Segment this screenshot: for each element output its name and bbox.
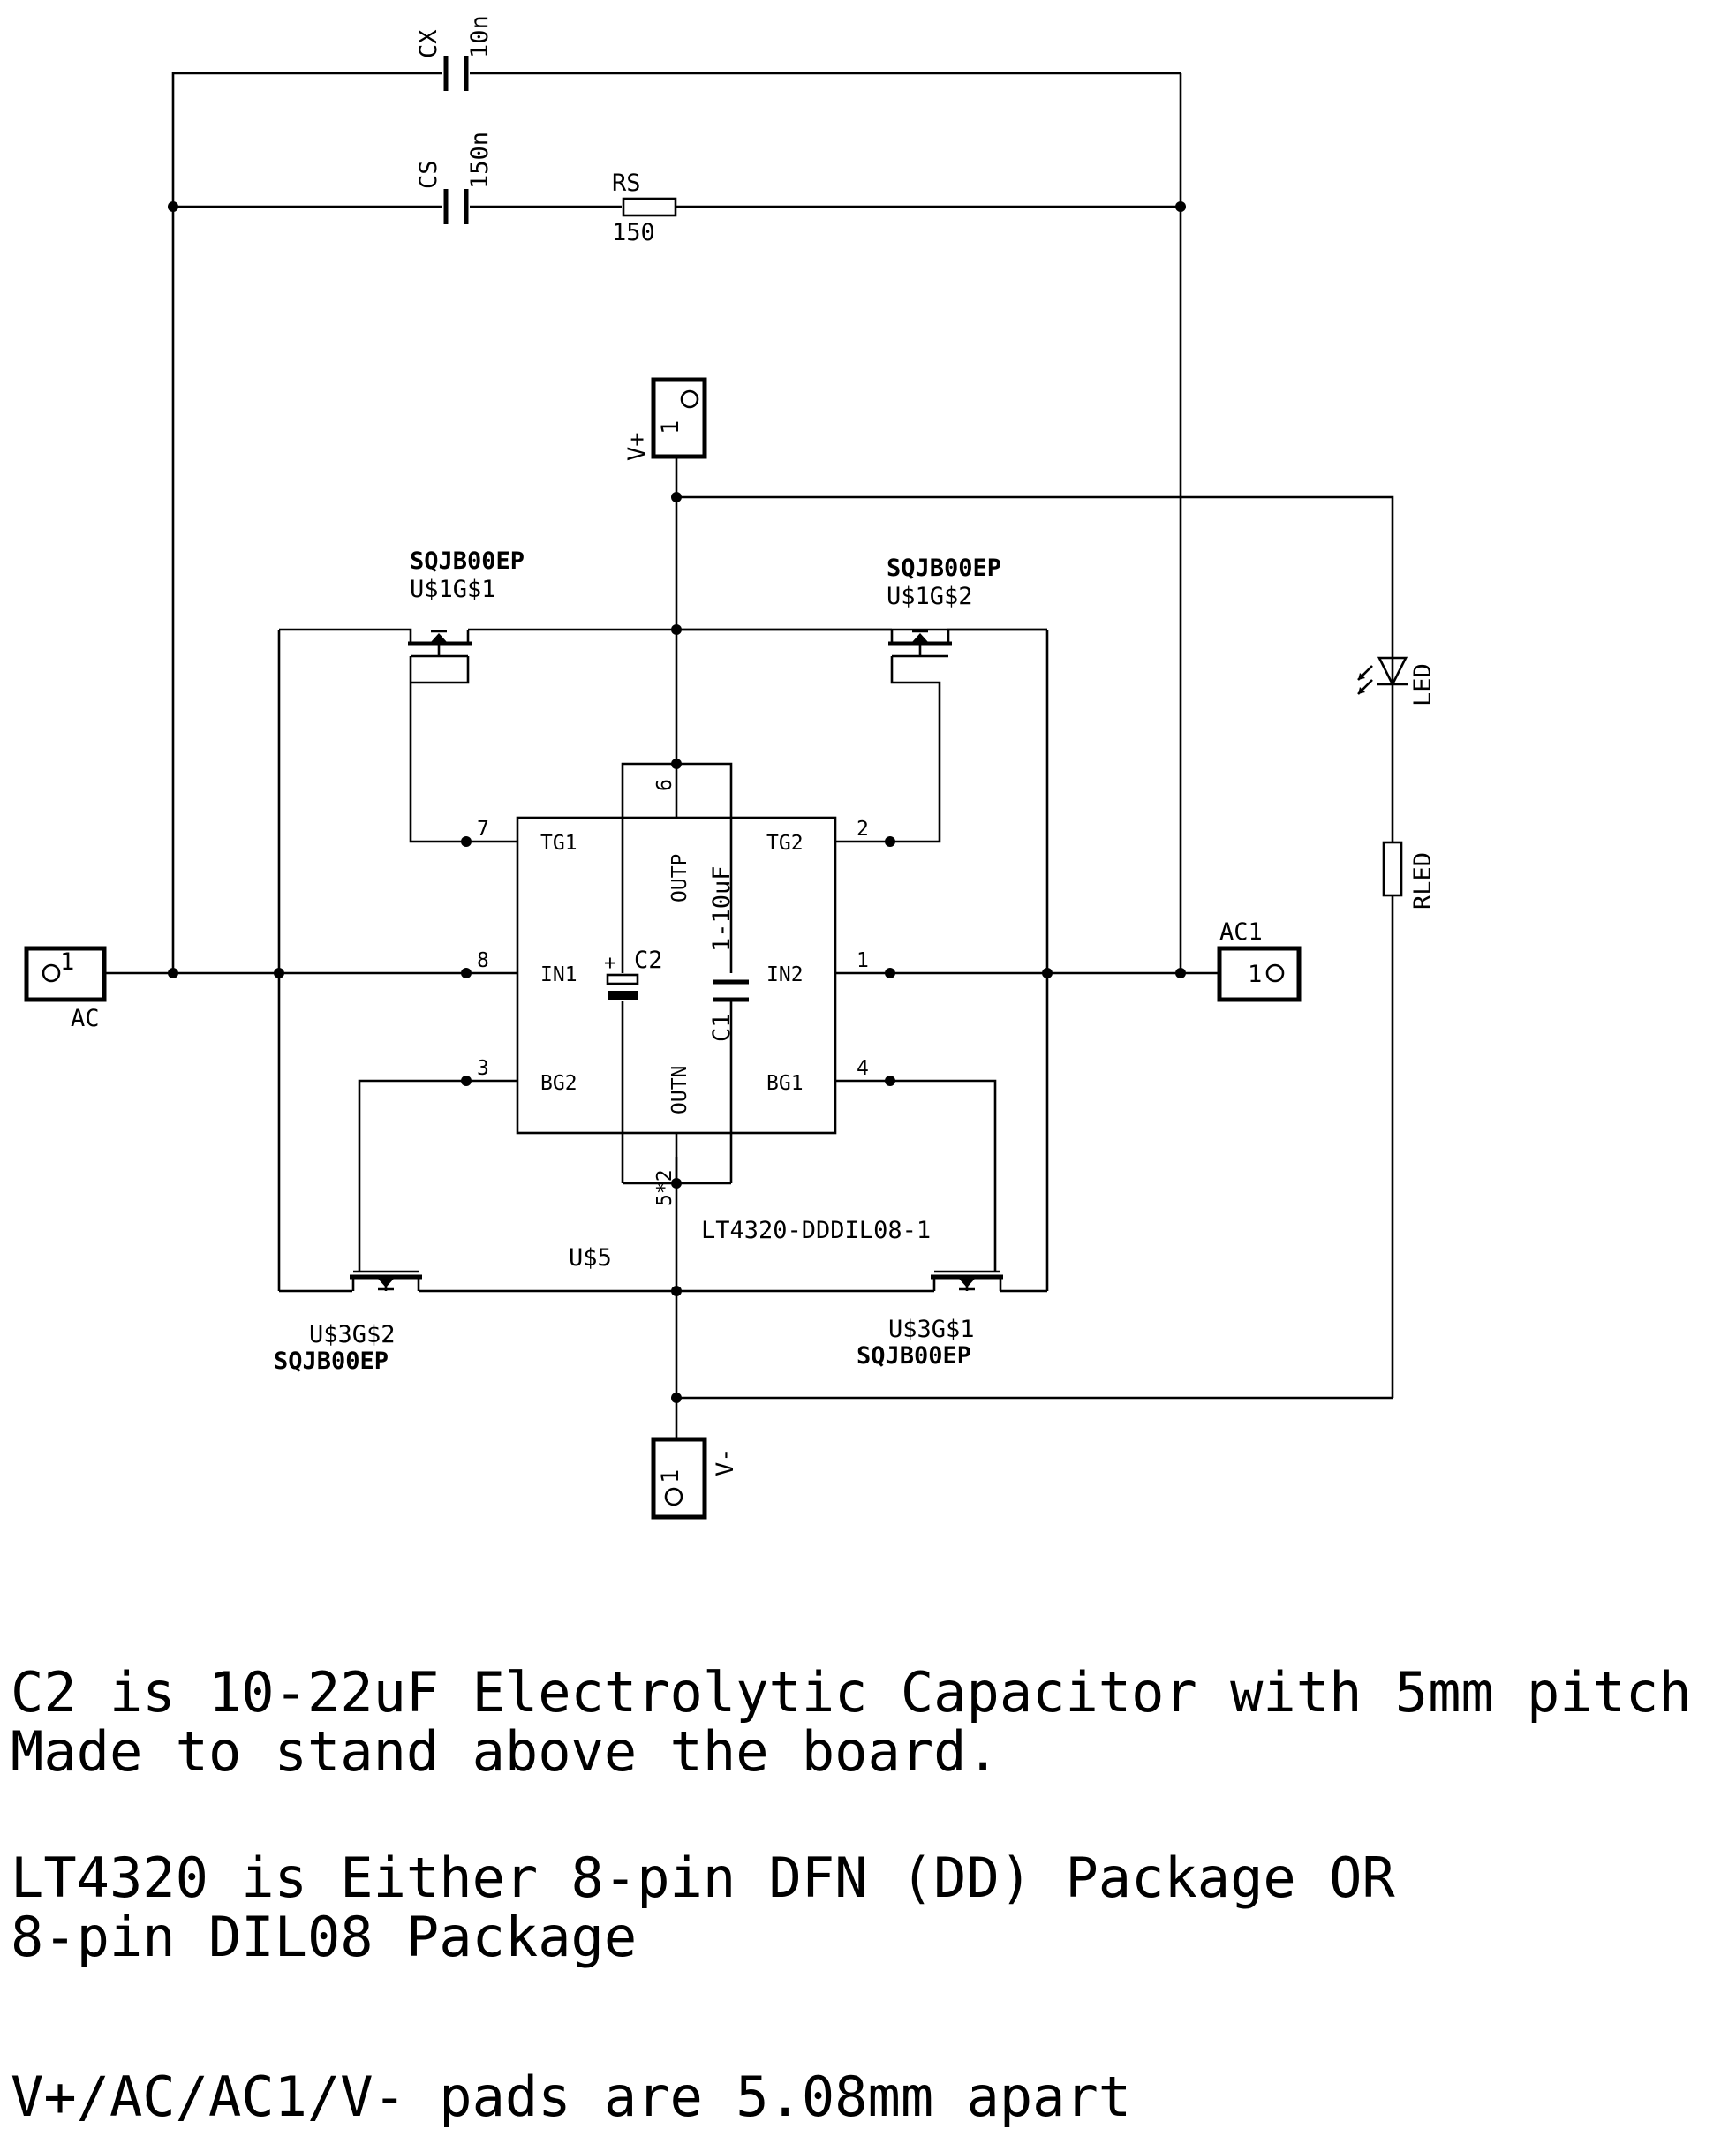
note-line-4: 8-pin DIL08 Package	[11, 1905, 637, 1969]
vminus-label: V-	[712, 1447, 739, 1476]
notes: C2 is 10-22uF Electrolytic Capacitor wit…	[11, 1660, 1692, 2129]
note-line-5: V+/AC/AC1/V- pads are 5.08mm apart	[11, 2065, 1131, 2129]
capacitor-c2: + C2	[604, 947, 663, 1000]
ic-lt4320: TG1 IN1 BG2 TG2 IN2 BG1 OUTP OUTN 7 8 3 …	[477, 779, 931, 1272]
ic-name: LT4320-DDDIL08-1	[701, 1217, 931, 1244]
mosfet-tl-ref: U$1G$1	[410, 576, 496, 603]
ic-pin-in2-num: 1	[857, 949, 869, 972]
ic-pin-tg2-name: TG2	[766, 832, 804, 855]
mosfet-top-right: SQJB00EP U$1G$2	[887, 555, 1047, 658]
ic-pin-tg1-num: 7	[477, 818, 489, 841]
ac1-label: AC1	[1219, 918, 1263, 946]
ic-pin-in1-name: IN1	[540, 963, 577, 986]
note-line-2: Made to stand above the board.	[11, 1719, 1000, 1784]
ic-ref: U$5	[569, 1244, 612, 1272]
ac-pin: 1	[60, 948, 74, 976]
led-ref: LED	[1409, 663, 1437, 706]
ic-pin-outn-name: OUTN	[668, 1066, 691, 1114]
mosfet-tl-part: SQJB00EP	[410, 547, 525, 575]
ic-pin-outp-num: 6	[653, 779, 676, 791]
ac-label: AC	[71, 1005, 100, 1032]
cs-value: 150n	[466, 132, 494, 189]
cs-ref: CS	[415, 160, 442, 189]
pad-vplus: 1 V+	[623, 377, 707, 461]
rled-ref: RLED	[1409, 852, 1437, 910]
ic-pin-bg1-num: 4	[857, 1057, 869, 1080]
mosfet-bl-ref: U$3G$2	[309, 1321, 396, 1348]
ic-pin-outp-name: OUTP	[668, 854, 691, 902]
mosfet-top-left: SQJB00EP U$1G$1	[399, 547, 525, 658]
note-line-1: C2 is 10-22uF Electrolytic Capacitor wit…	[11, 1660, 1692, 1725]
capacitor-cx: CX 10n	[415, 15, 494, 91]
resistor-rled: RLED	[1382, 841, 1437, 910]
c1-value: 1-10uF	[708, 865, 736, 952]
ic-pin-in2-name: IN2	[766, 963, 804, 986]
c1-ref: C1	[708, 1013, 736, 1042]
c2-polarity: +	[604, 952, 616, 975]
rs-value: 150	[612, 219, 655, 246]
ic-pin-in1-num: 8	[477, 949, 489, 972]
note-line-3: LT4320 is Either 8-pin DFN (DD) Package …	[11, 1846, 1395, 1910]
mosfet-tr-ref: U$1G$2	[887, 583, 973, 610]
pad-ac: 1 AC	[24, 946, 107, 1032]
mosfet-bottom-right: U$3G$1 SQJB00EP	[857, 1270, 1003, 1370]
wires	[104, 72, 1394, 1439]
vplus-pin: 1	[657, 420, 684, 434]
pad-ac1: 1 AC1	[1217, 918, 1302, 1002]
ic-pin-bg2-name: BG2	[540, 1072, 577, 1095]
cx-value: 10n	[466, 15, 494, 58]
capacitor-cs: CS 150n	[415, 132, 494, 224]
vminus-pin: 1	[657, 1469, 684, 1484]
ic-pin-tg2-num: 2	[857, 818, 869, 841]
ic-pin-outn-num: 5*2	[653, 1169, 676, 1206]
led: LED	[1357, 655, 1437, 706]
ic-pin-tg1-name: TG1	[540, 832, 577, 855]
cx-ref: CX	[415, 29, 442, 58]
resistor-rs: RS 150	[612, 170, 677, 246]
mosfet-bl-part: SQJB00EP	[274, 1348, 389, 1375]
mosfet-br-part: SQJB00EP	[857, 1342, 971, 1370]
junctions	[168, 201, 1186, 1403]
mosfet-tr-part: SQJB00EP	[887, 555, 1001, 582]
vplus-label: V+	[623, 432, 651, 461]
rs-ref: RS	[612, 170, 641, 197]
ac1-pin: 1	[1248, 961, 1262, 988]
capacitor-c1: 1-10uF C1	[708, 865, 749, 1042]
ic-pin-bg2-num: 3	[477, 1057, 489, 1080]
c2-ref: C2	[634, 947, 663, 974]
pad-vminus: 1 V-	[651, 1437, 739, 1520]
mosfet-bottom-left: U$3G$2 SQJB00EP	[274, 1270, 422, 1375]
ic-pin-bg1-name: BG1	[766, 1072, 804, 1095]
mosfet-br-ref: U$3G$1	[888, 1316, 975, 1343]
